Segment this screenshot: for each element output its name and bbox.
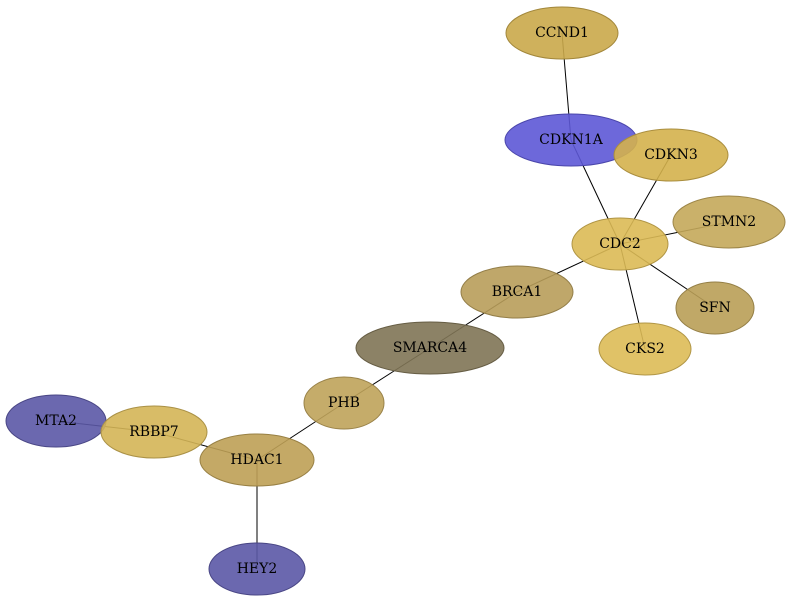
node-shape [355,321,505,375]
node-shape [613,128,729,182]
node-shape [460,265,574,319]
node-label: SFN [699,300,731,316]
node-shape [505,6,619,60]
node-phb[interactable]: PHB [303,376,385,430]
node-label: CDKN1A [539,132,604,148]
node-cks2[interactable]: CKS2 [598,322,692,376]
node-shape [571,217,669,271]
node-label: MTA2 [35,413,77,429]
node-shape [672,195,786,249]
node-shape [199,433,315,487]
node-rbbp7[interactable]: RBBP7 [100,405,208,459]
node-label: SMARCA4 [393,340,467,356]
node-hey2[interactable]: HEY2 [208,542,306,596]
node-label: CKS2 [625,341,665,357]
edge-layer [55,32,730,569]
node-shape [208,542,306,596]
node-mta2[interactable]: MTA2 [5,394,107,448]
node-shape [303,376,385,430]
node-shape [675,281,755,335]
node-label: CDC2 [599,236,641,252]
node-shape [598,322,692,376]
node-label: RBBP7 [129,424,178,440]
node-label: HEY2 [237,561,278,577]
node-stmn2[interactable]: STMN2 [672,195,786,249]
node-label: PHB [328,395,360,411]
node-ccnd1[interactable]: CCND1 [505,6,619,60]
node-brca1[interactable]: BRCA1 [460,265,574,319]
node-label: HDAC1 [230,452,283,468]
node-label: STMN2 [702,214,756,230]
node-label: CDKN3 [644,147,698,163]
node-smarca4[interactable]: SMARCA4 [355,321,505,375]
node-hdac1[interactable]: HDAC1 [199,433,315,487]
node-cdc2[interactable]: CDC2 [571,217,669,271]
node-label: BRCA1 [492,284,543,300]
node-label: CCND1 [535,25,589,41]
node-sfn[interactable]: SFN [675,281,755,335]
node-cdkn3[interactable]: CDKN3 [613,128,729,182]
node-shape [100,405,208,459]
